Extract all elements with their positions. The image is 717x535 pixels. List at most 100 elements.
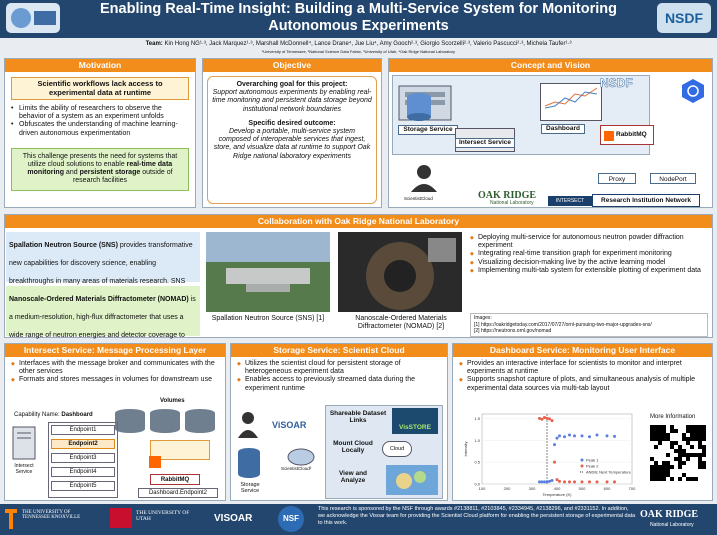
qr-module: [690, 425, 694, 429]
qr-module: [682, 433, 686, 437]
list-item: Obfuscates the understanding of machine …: [11, 121, 189, 137]
qr-module: [702, 449, 706, 453]
qr-module: [690, 445, 694, 449]
qr-module: [690, 453, 694, 457]
data-point: [550, 479, 554, 482]
qr-module: [698, 433, 702, 437]
qr-module: [654, 477, 658, 481]
data-point: [543, 416, 546, 419]
rabbitmq-icon: [603, 129, 615, 147]
qr-module: [702, 433, 706, 437]
qr-module: [702, 429, 706, 433]
qr-module: [654, 437, 658, 441]
sns-caption: Spallation Neutron Source (SNS) [1]: [211, 315, 325, 322]
team-line: Team: Kin Hong NG¹·³, Jack Marquez¹·³, M…: [10, 40, 707, 56]
qr-module: [674, 457, 678, 461]
x-tick-label: 500: [579, 486, 586, 491]
cloud-icon: [286, 444, 316, 471]
list-item: Visualizing decision-making live by the …: [470, 259, 708, 267]
qr-module: [690, 433, 694, 437]
data-point: [545, 416, 549, 420]
list-item: Deploying multi-service for autonomous n…: [470, 234, 708, 250]
mount-cloud: Mount Cloud Locally: [333, 440, 373, 454]
y-tick-label: 0.5: [474, 460, 480, 465]
qr-module: [650, 465, 654, 469]
qr-module: [662, 473, 666, 477]
sns-photo: [206, 232, 330, 312]
qr-module: [670, 477, 674, 481]
rabbitmq-label: RabbitMQ: [150, 474, 200, 485]
qr-module: [670, 429, 674, 433]
qr-module: [650, 425, 654, 429]
dashboard-box: Dashboard: [541, 124, 585, 134]
visstore-panel: VisSTORE: [392, 408, 438, 434]
motivation-bullets: Limits the ability of researchers to obs…: [11, 105, 189, 138]
nsf-logo: NSF: [278, 506, 304, 532]
outcome-heading: Specific desired outcome:: [248, 119, 336, 127]
data-point: [550, 419, 554, 423]
list-item: Implementing multi-tab system for extens…: [470, 267, 708, 275]
user-icon: [236, 410, 260, 443]
qr-module: [694, 477, 698, 481]
research-network-box: Research Institution Network: [592, 194, 700, 207]
qr-module: [674, 441, 678, 445]
qr-module: [650, 473, 654, 477]
qr-module: [662, 465, 666, 469]
qr-module: [662, 461, 666, 465]
goal-text: Support autonomous experiments by enabli…: [212, 89, 372, 113]
y-axis-label: Intensity: [463, 442, 468, 457]
qr-module: [666, 453, 670, 457]
scientist-user-icon: [407, 162, 441, 199]
qr-module: [654, 429, 658, 433]
data-point: [553, 460, 556, 464]
qr-module: [666, 461, 670, 465]
qr-module: [654, 469, 658, 473]
qr-module: [690, 429, 694, 433]
nsdf-logo: NSDF: [657, 3, 711, 33]
qr-module: [678, 465, 682, 469]
data-point: [558, 479, 561, 483]
x-tick-label: 600: [604, 486, 611, 491]
qr-module: [698, 441, 702, 445]
analysis-thumbnail: [386, 465, 438, 500]
qr-module: [658, 441, 662, 445]
data-point: [573, 434, 576, 438]
qr-module: [678, 457, 682, 461]
endpoint-3: Endpoint3: [51, 453, 115, 463]
outcome-text: Develop a portable, multi-service system…: [213, 128, 371, 160]
shareable-links: Shareable Dataset Links: [329, 410, 387, 424]
x-tick-label: 200: [504, 486, 511, 491]
data-point: [548, 417, 551, 421]
dashboard-screen: [540, 83, 602, 121]
qr-module: [682, 453, 686, 457]
y-tick-label: 1.5: [474, 416, 480, 421]
qr-code[interactable]: [650, 425, 706, 481]
proxy-box: Proxy: [598, 173, 636, 184]
qr-module: [666, 465, 670, 469]
qr-module: [678, 449, 682, 453]
qr-module: [698, 445, 702, 449]
goal-heading: Overarching goal for this project:: [236, 81, 348, 88]
qr-module: [674, 449, 678, 453]
qr-module: [650, 433, 654, 437]
qr-module: [702, 461, 706, 465]
list-item: Enables access to previously streamed da…: [237, 376, 441, 392]
data-point: [538, 480, 541, 484]
dashboard-endpoint: Dashboard.Endpoint2: [138, 488, 218, 498]
qr-module: [654, 473, 658, 477]
qr-module: [658, 433, 662, 437]
x-tick-label: 100: [479, 486, 486, 491]
objective-panel: Objective Overarching goal for this proj…: [202, 58, 382, 208]
storage-bullets: Utilizes the scientist cloud for persist…: [237, 360, 441, 393]
data-point: [540, 417, 544, 421]
capability-name: Capability Name: Dashboard: [14, 412, 93, 418]
cloud-bubble: Cloud: [382, 441, 412, 457]
qr-module: [650, 477, 654, 481]
qr-module: [686, 437, 690, 441]
data-point: [605, 480, 609, 484]
intersect-logo: INTERSECT: [548, 196, 592, 206]
qr-module: [658, 477, 662, 481]
storage-db-icon: [236, 447, 262, 484]
y-tick-label: 0.0: [474, 482, 480, 487]
funding-text: This research is sponsored by the NSF th…: [318, 506, 636, 526]
